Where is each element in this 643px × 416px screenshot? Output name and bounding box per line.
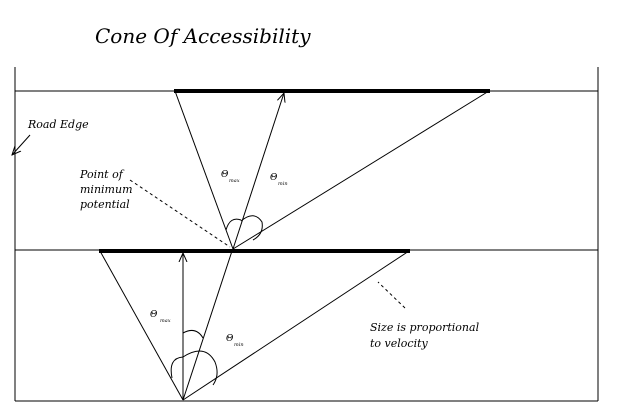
angle-label-lower-min: Θ min [226, 334, 244, 348]
angle-label-upper-max: Θ max [221, 170, 240, 184]
lower-cone [99, 250, 410, 401]
point-leader-line [129, 179, 231, 248]
upper-angle-arc-min [240, 215, 263, 241]
road-edge-label: Road Edge [27, 118, 89, 131]
road-edge-arrow [12, 134, 31, 155]
point-label-line2: minimum [80, 183, 133, 196]
lower-cone-left-edge [99, 250, 184, 401]
min-subscript: min [278, 181, 288, 187]
angle-label-upper-min: Θ min [270, 173, 288, 187]
upper-cone-left-edge [174, 90, 234, 250]
size-label-line1: Size is proportional [370, 321, 480, 334]
lower-angle-arc-inner [182, 329, 204, 339]
size-leader-line [377, 281, 406, 309]
max-subscript: max [160, 318, 171, 324]
theta-symbol: Θ [270, 173, 278, 183]
max-subscript: max [229, 178, 240, 184]
upper-cone [174, 90, 490, 250]
size-label-line2: to velocity [370, 337, 429, 350]
point-label-line1: Point of [79, 168, 125, 181]
point-label-line3: potential [80, 198, 130, 211]
lower-cone-center-line [182, 250, 233, 401]
theta-symbol: Θ [221, 170, 229, 180]
min-subscript: min [234, 342, 244, 348]
lower-cone-right-edge [182, 250, 410, 401]
upper-cone-right-edge [232, 90, 490, 250]
lower-angle-arc-outer [170, 350, 218, 386]
angle-label-lower-max: Θ max [150, 310, 171, 324]
road-frame [14, 67, 599, 402]
upper-angle-arc-max [225, 218, 242, 231]
diagram-title: Cone Of Accessibility [95, 24, 311, 48]
upper-cone-arrow [232, 93, 284, 250]
theta-symbol: Θ [150, 310, 158, 320]
theta-symbol: Θ [226, 334, 234, 344]
